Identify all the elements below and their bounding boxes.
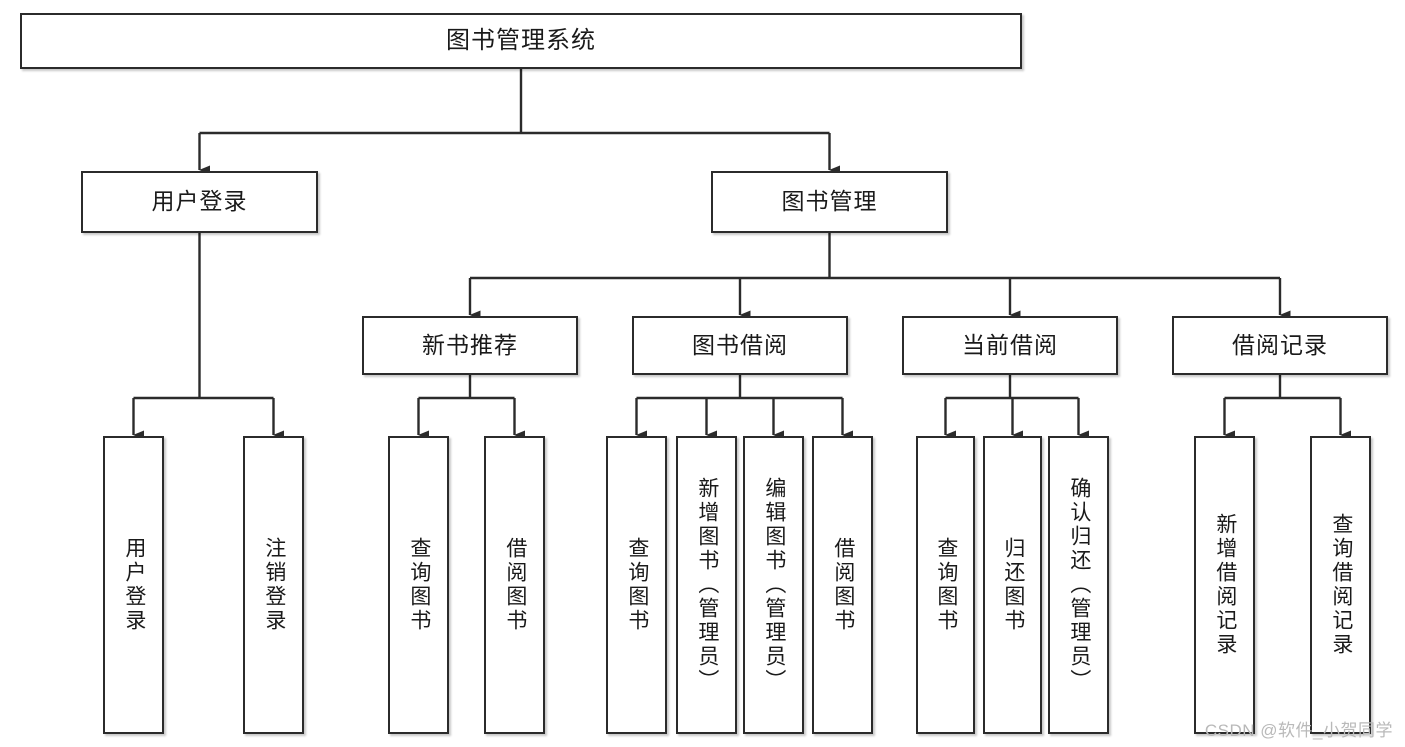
node-label: 新增图书（管理员） <box>695 477 719 693</box>
node-leaf-user-login[interactable]: 用户登录 <box>103 436 164 734</box>
node-book-manage[interactable]: 图书管理 <box>711 171 948 233</box>
node-label: 当前借阅 <box>962 331 1058 358</box>
node-label: 新书推荐 <box>422 331 518 358</box>
node-leaf-confirm-return[interactable]: 确认归还（管理员） <box>1048 436 1109 734</box>
node-label: 注销登录 <box>262 537 286 633</box>
node-label: 归还图书 <box>1001 537 1025 633</box>
node-leaf-logout[interactable]: 注销登录 <box>243 436 304 734</box>
node-leaf-query-book-1[interactable]: 查询图书 <box>388 436 449 734</box>
node-leaf-borrow-book-2[interactable]: 借阅图书 <box>812 436 873 734</box>
node-leaf-query-book-2[interactable]: 查询图书 <box>606 436 667 734</box>
node-label: 图书借阅 <box>692 331 788 358</box>
node-label: 查询图书 <box>934 537 958 633</box>
node-label: 借阅图书 <box>831 537 855 633</box>
node-label: 图书管理系统 <box>446 26 596 54</box>
node-user-login[interactable]: 用户登录 <box>81 171 318 233</box>
node-label: 新增借阅记录 <box>1213 513 1237 657</box>
node-leaf-borrow-book-1[interactable]: 借阅图书 <box>484 436 545 734</box>
node-root[interactable]: 图书管理系统 <box>20 13 1022 69</box>
node-label: 确认归还（管理员） <box>1067 477 1091 693</box>
node-leaf-query-record[interactable]: 查询借阅记录 <box>1310 436 1371 734</box>
node-leaf-return-book[interactable]: 归还图书 <box>983 436 1042 734</box>
node-label: 借阅图书 <box>503 537 527 633</box>
node-label: 用户登录 <box>151 188 248 215</box>
node-label: 查询图书 <box>625 537 649 633</box>
node-new-book-recommend[interactable]: 新书推荐 <box>362 316 578 375</box>
node-book-borrow[interactable]: 图书借阅 <box>632 316 848 375</box>
node-borrow-record[interactable]: 借阅记录 <box>1172 316 1388 375</box>
node-label: 查询图书 <box>407 537 431 633</box>
node-current-borrow[interactable]: 当前借阅 <box>902 316 1118 375</box>
node-label: 图书管理 <box>781 188 878 215</box>
node-leaf-query-book-3[interactable]: 查询图书 <box>916 436 975 734</box>
node-label: 编辑图书（管理员） <box>762 477 786 693</box>
node-label: 用户登录 <box>122 537 146 633</box>
node-leaf-edit-book[interactable]: 编辑图书（管理员） <box>743 436 804 734</box>
node-label: 查询借阅记录 <box>1329 513 1353 657</box>
watermark: CSDN @软件_小贺同学 <box>1204 721 1393 740</box>
node-leaf-add-book[interactable]: 新增图书（管理员） <box>676 436 737 734</box>
node-leaf-add-record[interactable]: 新增借阅记录 <box>1194 436 1255 734</box>
node-label: 借阅记录 <box>1232 331 1328 358</box>
